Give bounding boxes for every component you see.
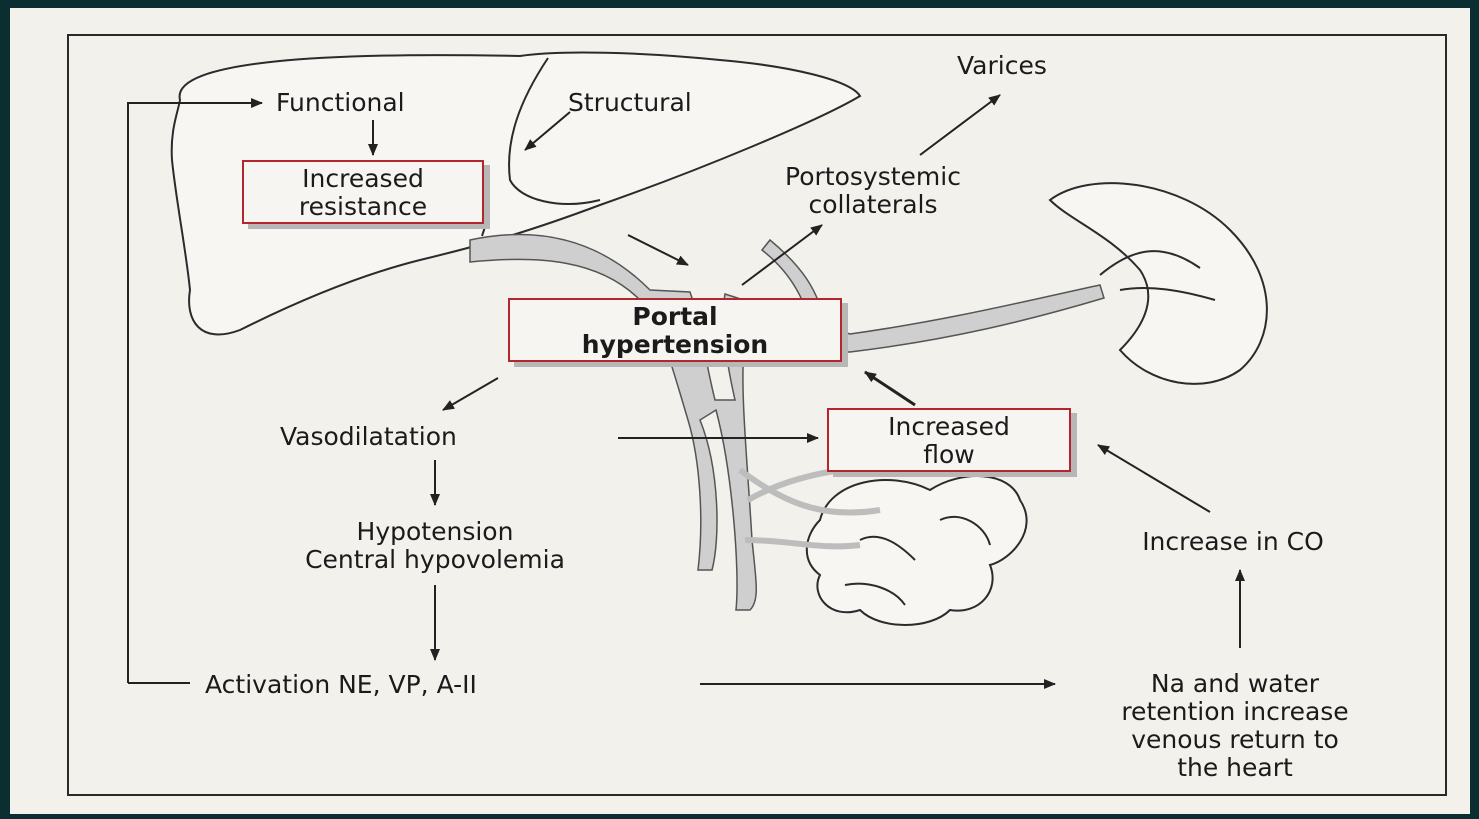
portal-hypertension-box: Portal hypertension xyxy=(508,298,842,362)
functional-label: Functional xyxy=(276,89,405,117)
portal-hypertension-line-2: hypertension xyxy=(510,331,840,359)
resistance-to-hypertension-arrow xyxy=(628,235,688,265)
na-water-line-4: the heart xyxy=(1177,754,1293,782)
increased-resistance-line-2: resistance xyxy=(244,193,482,221)
structural-label: Structural xyxy=(568,89,692,117)
activation-label: Activation NE, VP, A-II xyxy=(205,671,477,699)
varices-label: Varices xyxy=(957,52,1047,80)
hypotension-line-2: Central hypovolemia xyxy=(305,546,565,574)
increased-flow-line-2: flow xyxy=(829,441,1069,469)
hypertension-to-collaterals-arrow xyxy=(742,225,822,285)
increase-co-label: Increase in CO xyxy=(1142,528,1324,556)
increased-resistance-box: Increased resistance xyxy=(242,160,484,224)
increased-resistance-line-1: Increased xyxy=(244,162,482,193)
increased-flow-line-1: Increased xyxy=(829,410,1069,441)
hypertension-to-vasodilatation-arrow xyxy=(443,378,498,410)
portosystemic-line-2: collaterals xyxy=(808,191,937,219)
vasodilatation-label: Vasodilatation xyxy=(280,423,457,451)
collaterals-to-varices-arrow xyxy=(920,95,1000,155)
na-water-line-2: retention increase xyxy=(1121,698,1348,726)
co-to-flow-arrow xyxy=(1098,445,1210,512)
intestine-illustration xyxy=(807,476,1027,625)
portosystemic-line-1: Portosystemic xyxy=(785,163,961,191)
na-water-line-1: Na and water xyxy=(1151,670,1319,698)
increased-flow-box: Increased flow xyxy=(827,408,1071,472)
hypotension-line-1: Hypotension xyxy=(357,518,514,546)
spleen-illustration xyxy=(1050,183,1267,384)
flow-to-hypertension-arrow xyxy=(865,372,915,405)
na-water-line-3: venous return to xyxy=(1131,726,1339,754)
portal-hypertension-line-1: Portal xyxy=(510,300,840,331)
